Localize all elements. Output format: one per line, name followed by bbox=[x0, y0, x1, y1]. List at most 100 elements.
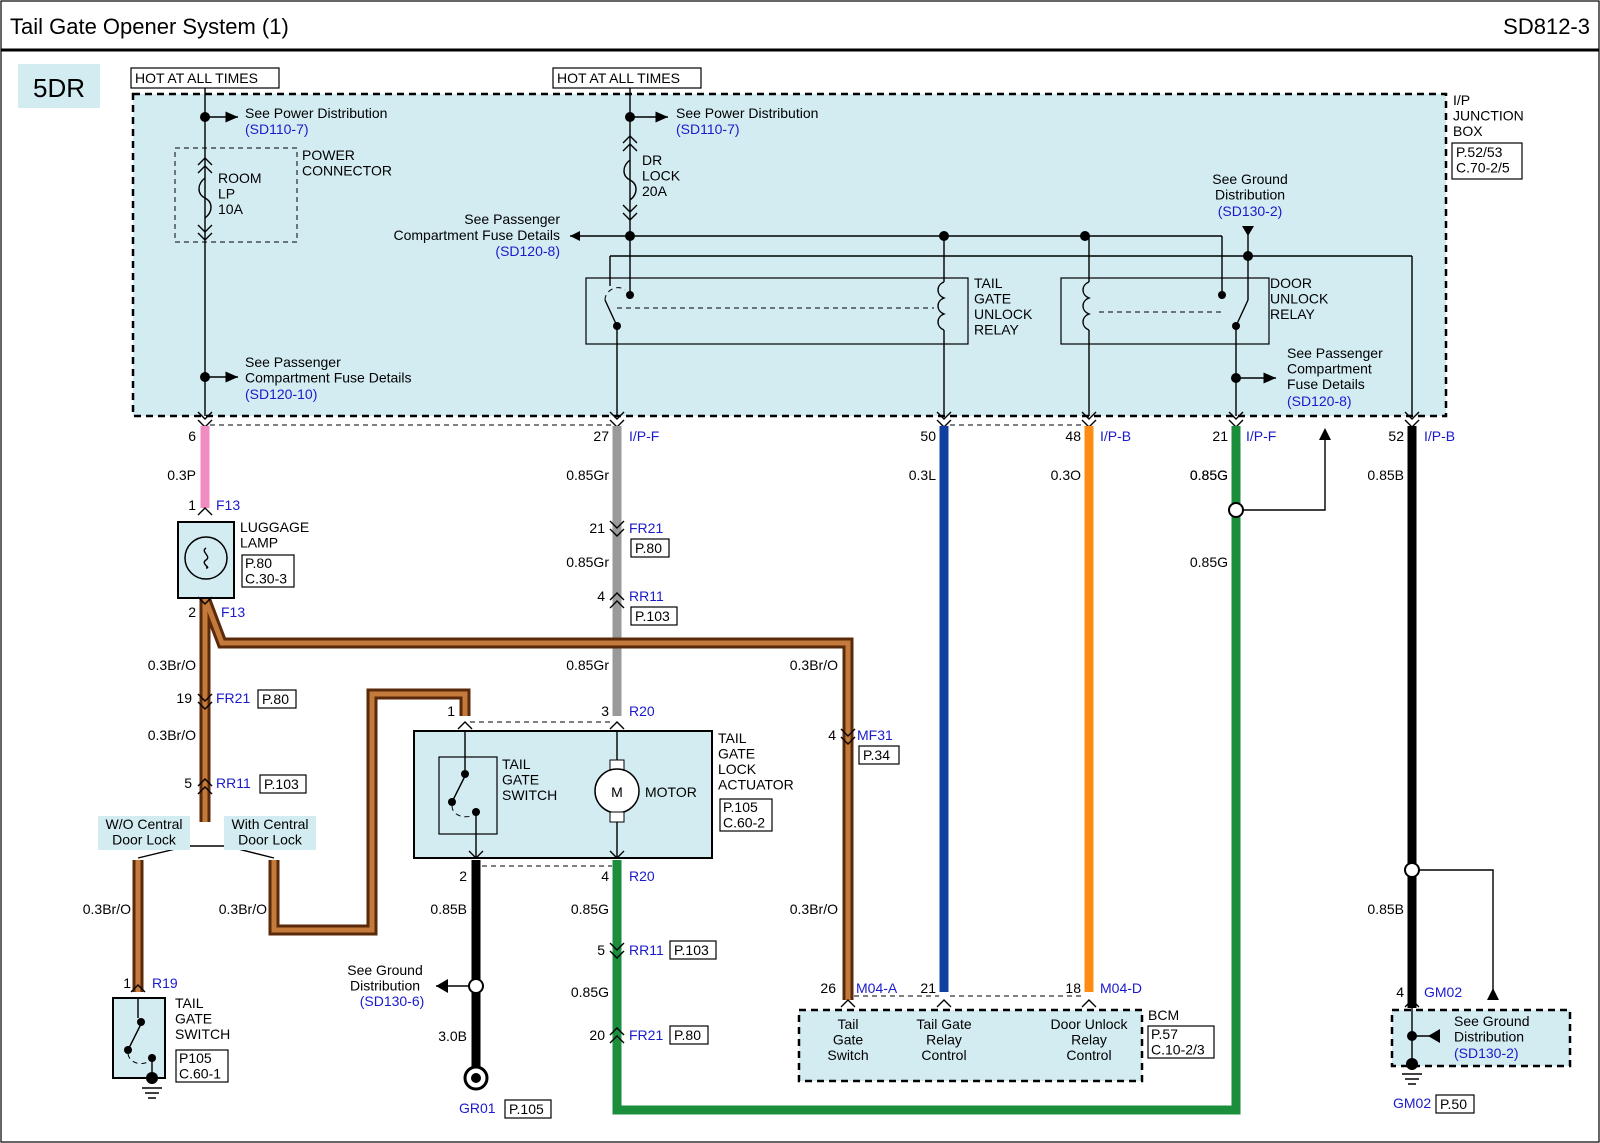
relay-switch-arm bbox=[1235, 299, 1249, 327]
pin-conn: I/P-B bbox=[1424, 428, 1455, 444]
gm02-bottom-name: GM02 bbox=[1393, 1095, 1431, 1111]
bcm-name: BCM bbox=[1148, 1007, 1179, 1023]
switch-contact bbox=[461, 770, 469, 778]
gr01-ref: P.105 bbox=[509, 1101, 544, 1117]
r20-bot-num: 4 bbox=[601, 868, 609, 884]
tail-gate-switch-ref-box bbox=[175, 1049, 229, 1083]
gm02-box-ref: (SD130-2) bbox=[1454, 1045, 1519, 1061]
room-lp-fuse-icon bbox=[198, 177, 212, 219]
gm02-bottom-ref: P.50 bbox=[1440, 1096, 1467, 1112]
fr21-mid-ref-box bbox=[630, 538, 670, 558]
rr11-low-num: 5 bbox=[597, 942, 605, 958]
connector-chevron bbox=[1404, 999, 1420, 1008]
lamp-icon bbox=[184, 536, 228, 580]
mf31-ref-box bbox=[858, 745, 900, 765]
connector-chevron bbox=[609, 592, 625, 609]
fr21-mid-name: FR21 bbox=[629, 520, 663, 536]
pin-num: 21 bbox=[1212, 428, 1228, 444]
lamp-pin2: 2 bbox=[188, 604, 196, 620]
pin-num: 27 bbox=[593, 428, 609, 444]
r20-top-name: R20 bbox=[629, 703, 655, 719]
wire-label: 0.85G bbox=[571, 984, 609, 1000]
connector-chevron bbox=[840, 728, 856, 745]
switch-arc bbox=[451, 805, 477, 818]
wire-label: 0.85Gr bbox=[566, 554, 609, 570]
wire-label: 0.3Br/O bbox=[83, 901, 131, 917]
ground-top-ref: (SD130-2) bbox=[1218, 203, 1283, 219]
bcm bbox=[797, 1008, 1144, 1083]
connector-chevron bbox=[197, 224, 213, 241]
rr11-mid-name: RR11 bbox=[629, 588, 664, 604]
ground-top-arrow bbox=[1242, 226, 1254, 236]
ground-low-arrow bbox=[436, 979, 448, 993]
ground-icon bbox=[142, 1087, 162, 1099]
brown-wires bbox=[132, 596, 854, 1000]
m04d-21-num: 21 bbox=[920, 980, 936, 996]
gm02-box bbox=[1390, 1008, 1572, 1068]
arrow-left bbox=[570, 231, 580, 241]
gr01-name: GR01 bbox=[459, 1100, 496, 1116]
wire-label: 0.85Gr bbox=[566, 467, 609, 483]
switch-arm bbox=[451, 775, 466, 803]
lamp-filament bbox=[203, 547, 209, 569]
wire-label: 0.85Gr bbox=[566, 657, 609, 673]
bcm-ref-box bbox=[1147, 1025, 1215, 1059]
rr11-low-ref: P.103 bbox=[674, 942, 709, 958]
wire-label: 0.85G bbox=[1190, 467, 1228, 483]
switch-ground-dot bbox=[146, 1072, 158, 1084]
fr21-left-ref-box bbox=[257, 689, 297, 709]
ground-icon bbox=[1402, 1073, 1422, 1085]
connector-chevron bbox=[840, 999, 856, 1008]
lamp-pin1: 1 bbox=[188, 497, 196, 513]
pin-num: 6 bbox=[188, 428, 196, 444]
splice-dot bbox=[1080, 231, 1090, 241]
gm02-ground-dot bbox=[1406, 1058, 1418, 1070]
pcfd-left-label-1: See Passenger bbox=[464, 211, 560, 227]
lamp-conn-2: F13 bbox=[221, 604, 245, 620]
actuator-switch-box bbox=[438, 756, 498, 835]
fr21-mid-ref: P.80 bbox=[635, 540, 662, 556]
option-box-wo bbox=[98, 816, 190, 850]
actuator-pin2: 2 bbox=[459, 868, 467, 884]
r20-top-num: 3 bbox=[601, 703, 609, 719]
r19-num: 1 bbox=[123, 975, 131, 991]
ground-low-ref: (SD130-6) bbox=[360, 993, 425, 1009]
switch-arc bbox=[127, 1053, 153, 1064]
rr11-left-name: RR11 bbox=[216, 775, 251, 791]
actuator-ref-box bbox=[719, 798, 773, 832]
wire-label: 0.85G bbox=[1190, 554, 1228, 570]
wire-label: 0.85B bbox=[430, 901, 467, 917]
splice-open bbox=[1228, 502, 1244, 518]
connector-chevron bbox=[622, 135, 638, 152]
connector-chevron bbox=[197, 157, 213, 174]
rr11-mid-num: 4 bbox=[597, 588, 605, 604]
pin-num: 50 bbox=[920, 428, 936, 444]
gm02-inner-arrow bbox=[1428, 1029, 1440, 1043]
connector-chevron bbox=[197, 693, 213, 710]
option-box-with bbox=[224, 816, 316, 850]
rr11-mid-ref-box bbox=[630, 606, 678, 626]
mf31-name: MF31 bbox=[857, 727, 893, 743]
variant-badge: 5DR bbox=[33, 73, 85, 103]
mf31-ref: P.34 bbox=[863, 747, 890, 763]
wire-label: 0.85B bbox=[1367, 901, 1404, 917]
fr21-low-num: 20 bbox=[589, 1027, 605, 1043]
rr11-left-num: 5 bbox=[184, 775, 192, 791]
pin-num: 48 bbox=[1065, 428, 1081, 444]
power-dist-2-ref: (SD110-7) bbox=[676, 121, 740, 137]
gm02-top-name: GM02 bbox=[1424, 984, 1462, 1000]
